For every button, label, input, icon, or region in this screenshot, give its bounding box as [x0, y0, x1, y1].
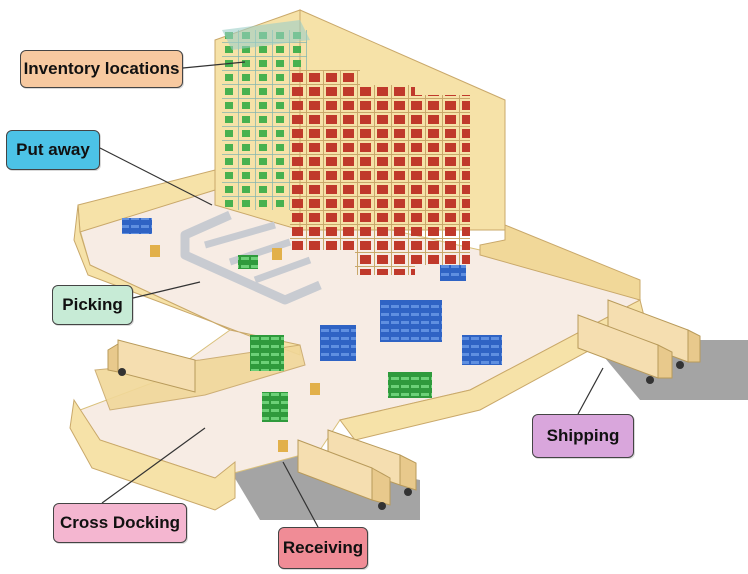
receiving-truck-2: [297, 439, 391, 510]
shipping-truck-2: [577, 314, 673, 384]
label-put-away: Put away: [6, 130, 100, 170]
green-pallet-stack-4: [238, 255, 258, 269]
blue-pallet-stack-2: [380, 300, 442, 342]
red-rack-block-1: [290, 70, 360, 250]
shipping-truck-1: [607, 299, 701, 369]
label-cross-docking: Cross Docking: [53, 503, 187, 543]
forklift-1: [150, 245, 160, 257]
front-left-wall: [69, 398, 236, 511]
blue-pallet-stack-3: [320, 325, 356, 361]
green-rack-block-side: [222, 20, 310, 50]
blue-pallet-stack-5: [440, 265, 466, 281]
leader-crossdock: [101, 427, 206, 504]
leader-receiving: [282, 461, 319, 528]
red-rack-block-2: [355, 85, 415, 275]
forklift-2: [272, 248, 282, 260]
leader-inventory: [182, 61, 246, 69]
leader-putaway: [99, 147, 213, 206]
label-receiving: Receiving: [278, 527, 368, 569]
blue-pallet-stack-1: [122, 218, 152, 234]
blue-pallet-stack-4: [462, 335, 502, 365]
green-pallet-stack-1: [250, 335, 284, 371]
conveyor-branch-1: [204, 221, 276, 249]
conveyor-branch-3: [253, 256, 312, 284]
conveyor-main: [180, 210, 322, 305]
forklift-4: [278, 440, 288, 452]
label-shipping: Shipping: [532, 414, 634, 458]
label-picking: Picking: [52, 285, 133, 325]
green-pallet-stack-3: [388, 372, 432, 398]
right-wall: [479, 100, 641, 301]
forklift-3: [310, 383, 320, 395]
leader-picking: [132, 281, 201, 299]
green-pallet-stack-2: [262, 392, 288, 422]
front-right-wall: [339, 299, 646, 441]
red-rack-block-3: [410, 95, 470, 265]
label-inventory-locations: Inventory locations: [20, 50, 183, 88]
receiving-truck-1: [327, 429, 417, 496]
cross-dock-truck: [107, 339, 196, 393]
leader-shipping: [577, 367, 604, 415]
